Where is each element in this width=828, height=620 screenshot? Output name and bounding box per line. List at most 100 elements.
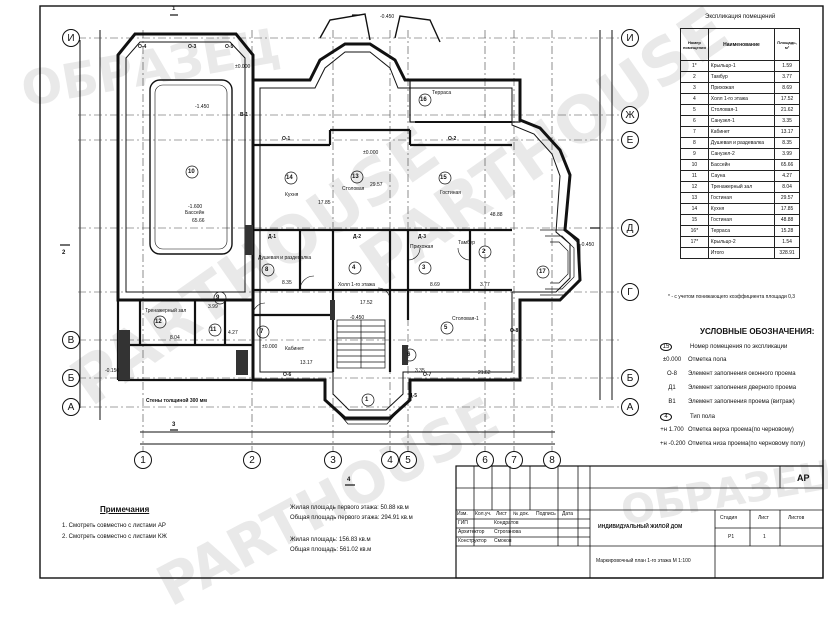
total-label: Итого	[707, 247, 776, 259]
wall-note: Стены толщиной 300 мм	[146, 398, 207, 404]
room-area-cell: 3.99	[774, 148, 800, 160]
room-area: 17.85	[318, 200, 331, 206]
room-number: 13	[352, 174, 359, 180]
element-mark: Д-2	[353, 234, 362, 240]
section-mark: 2	[62, 250, 66, 256]
room-number: 10	[188, 169, 195, 175]
title-block-role: ГИП	[458, 520, 468, 526]
legend-symbol: 4	[660, 413, 672, 421]
axis-col-6: 6	[476, 451, 494, 469]
room-area: 17.52	[360, 300, 373, 306]
level-mark: -1.600	[188, 204, 203, 210]
axis-row-Б-right: Б	[621, 369, 639, 387]
section-mark: 4	[347, 477, 351, 483]
stage-value: Р1	[728, 534, 735, 540]
room-number: 14	[286, 175, 293, 181]
level-mark: ±0.000	[235, 64, 251, 70]
level-mark: -0.450	[350, 315, 365, 321]
axis-col-7: 7	[505, 451, 523, 469]
level-mark: -1.450	[195, 104, 210, 110]
note-item: 2. Смотреть совместно с листами КЖ	[62, 534, 167, 540]
level-mark: ±0.000	[262, 344, 278, 350]
room-area: 21.62	[478, 370, 491, 376]
legend-symbol: 15	[660, 343, 672, 351]
legend-text: Отметка низа проема(по черновому полу)	[688, 441, 806, 447]
axis-row-Б-left: Б	[62, 369, 80, 387]
rooms-table: Номер помещения Наименование Площадь, м²…	[680, 28, 800, 259]
element-mark: О-6	[283, 372, 292, 378]
title-block-header: Дата	[562, 511, 574, 517]
level-mark: -0.450	[380, 14, 395, 20]
element-mark: О-4	[138, 44, 147, 50]
axis-col-5: 5	[399, 451, 417, 469]
axis-col-1: 1	[134, 451, 152, 469]
note-item: 1. Смотреть совместно с листами АР	[62, 523, 166, 529]
axis-col-3: 3	[324, 451, 342, 469]
room-area: 4.27	[228, 330, 238, 336]
table-header: Наименование	[707, 28, 776, 61]
drawing-title: Маркировочный план 1-го этажа М 1:100	[596, 558, 691, 564]
element-mark: О-2	[448, 136, 457, 142]
sheet-number: 1	[763, 534, 766, 540]
legend-item: В1 Элемент заполнения проема (витраж)	[660, 399, 795, 405]
legend-text: Отметка пола	[688, 357, 727, 363]
element-mark: О-5	[225, 44, 234, 50]
title-block-name: Строганова	[494, 529, 521, 535]
legend-title: УСЛОВНЫЕ ОБОЗНАЧЕНИЯ:	[700, 327, 815, 336]
element-mark: Д-1	[268, 234, 277, 240]
legend-text: Элемент заполнения проема (витраж)	[688, 399, 795, 405]
element-mark: Д-5	[409, 393, 418, 399]
title-block-name: Смоков	[494, 538, 512, 544]
legend-text: Элемент заполнения дверного проема	[688, 385, 797, 391]
axis-col-4: 4	[381, 451, 399, 469]
rooms-footnote: * - с учетом понижающего коэффициента пл…	[668, 294, 796, 300]
room-name: Душевая и раздевалка	[258, 255, 312, 261]
legend-symbol: В1	[668, 399, 676, 405]
element-mark: О-8	[510, 328, 519, 334]
legend-text: Отметка верха проема(по черновому)	[688, 427, 794, 433]
axis-row-И-right: И	[621, 29, 639, 47]
element-mark: В-1	[240, 112, 249, 118]
axis-row-Г-right: Г	[621, 283, 639, 301]
room-area: 29.57	[370, 182, 383, 188]
element-mark: Д-3	[418, 234, 427, 240]
room-name: Холл 1-го этажа	[338, 282, 376, 288]
table-header: Площадь, м²	[774, 28, 800, 61]
room-number: 2	[482, 249, 486, 255]
axis-row-Е-right: Е	[621, 131, 639, 149]
room-area: 13.17	[300, 360, 313, 366]
total-value: 328.91	[774, 247, 800, 259]
room-number: 15	[440, 175, 447, 181]
room-name: Столовая-1	[452, 316, 479, 322]
room-name: Столовая	[342, 186, 365, 192]
room-number: 1	[365, 397, 369, 403]
axis-row-И-left: И	[62, 29, 80, 47]
section-mark: 3	[172, 422, 176, 428]
room-area: 65.66	[192, 218, 205, 224]
room-area: 3.77	[480, 282, 490, 288]
title-block-header: Подпись	[536, 511, 556, 517]
room-area: 8.35	[282, 280, 292, 286]
title-block-role: Конструктор	[458, 538, 487, 544]
room-number: 5	[444, 325, 448, 331]
title-block-role: Архитектор	[458, 529, 485, 535]
axis-col-8: 8	[543, 451, 561, 469]
table-header-row: Номер помещения Наименование Площадь, м²	[680, 28, 800, 61]
sheet-code: АР	[797, 473, 810, 483]
title-block-header: Изм.	[457, 511, 468, 517]
title-block-header: Кол.уч.	[475, 511, 492, 517]
level-mark: -0.150	[105, 368, 120, 374]
